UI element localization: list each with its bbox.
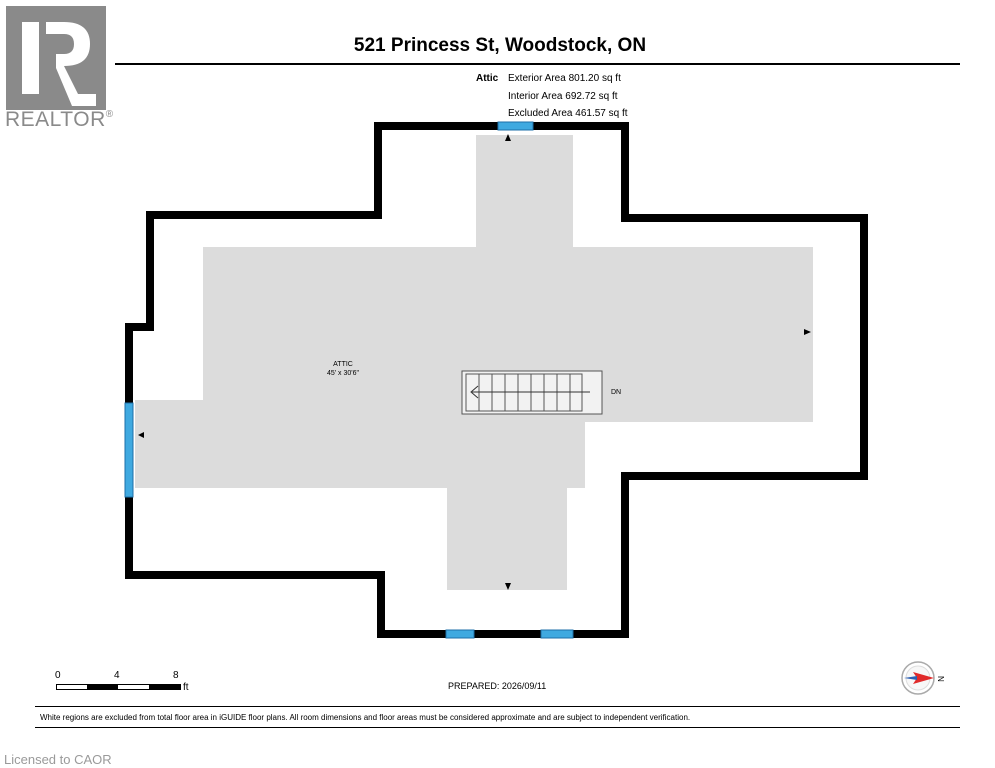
realtor-wordmark: REALTOR® — [5, 108, 114, 131]
prepared-date: PREPARED: 2026/09/11 — [448, 681, 547, 691]
license-text: Licensed to CAOR — [4, 752, 112, 767]
page-title: 521 Princess St, Woodstock, ON — [353, 35, 647, 56]
excluded-area: Excluded Area 461.57 sq ft — [508, 108, 628, 119]
exterior-wall — [125, 122, 868, 638]
windows — [124, 121, 574, 639]
scale-bar-graphic — [56, 684, 181, 690]
window-left — [124, 402, 134, 498]
exterior-area: Exterior Area 801.20 sq ft — [508, 73, 621, 84]
window-bottom-1 — [445, 629, 475, 639]
footer-divider-bottom — [35, 727, 960, 728]
scale-bar: 0 4 8 ft — [50, 670, 210, 694]
room-dimensions: 45' x 30'6" — [327, 370, 360, 377]
room-name: ATTIC — [333, 361, 353, 368]
scale-tick-8: 8 — [173, 670, 179, 681]
floor-area-shading — [135, 135, 813, 590]
scale-tick-4: 4 — [114, 670, 120, 681]
interior-area: Interior Area 692.72 sq ft — [508, 90, 618, 102]
compass-north-label: N — [936, 676, 945, 682]
scale-unit: ft — [183, 682, 189, 693]
floor-label: Attic — [476, 73, 499, 84]
stairs — [461, 370, 603, 415]
realtor-logo-icon — [6, 6, 106, 110]
footer-divider-top — [35, 706, 960, 707]
footer-disclaimer: White regions are excluded from total fl… — [40, 713, 691, 722]
window-top — [497, 121, 534, 131]
stairs-label: DN — [611, 389, 621, 396]
north-compass-icon: N — [901, 661, 945, 695]
view-arrow-icons — [138, 134, 811, 590]
title-divider — [115, 63, 960, 65]
scale-tick-0: 0 — [55, 670, 61, 681]
window-bottom-2 — [540, 629, 574, 639]
